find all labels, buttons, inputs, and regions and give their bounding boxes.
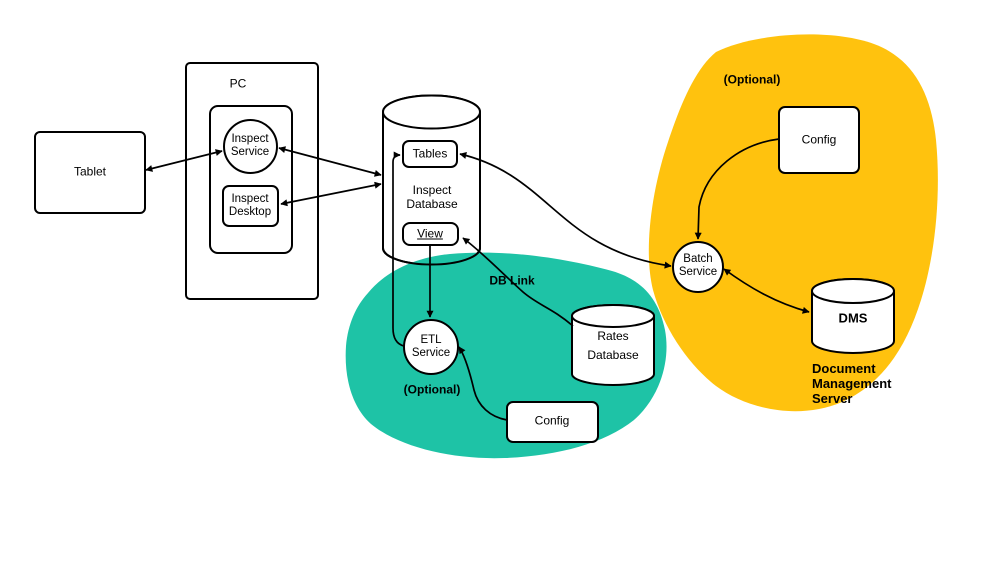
edge-inspect-desktop-database bbox=[280, 181, 382, 207]
inspect-database-label: Inspect Database bbox=[406, 183, 458, 211]
view-label: View bbox=[417, 226, 443, 241]
config-batch-label: Config bbox=[801, 132, 837, 147]
edge-config-batch-service bbox=[694, 138, 780, 240]
tables-node bbox=[402, 140, 458, 168]
etl-service-label: ETL Service bbox=[411, 334, 451, 359]
inspect-service-label: Inspect Service bbox=[230, 133, 270, 158]
rates-database-label: Rates Database bbox=[587, 329, 639, 362]
dms-label: DMS bbox=[838, 310, 868, 326]
view-node bbox=[402, 222, 459, 246]
config-etl-node bbox=[506, 401, 599, 443]
config-etl-label: Config bbox=[534, 413, 570, 428]
dms-caption: Document Management Server bbox=[812, 361, 892, 406]
edge-config-etl-service bbox=[458, 346, 508, 421]
edge-inspect-service-database bbox=[278, 146, 382, 177]
edge-etl-service-tables bbox=[392, 151, 405, 347]
edge-tables-batch-service bbox=[459, 152, 672, 269]
pc-label: PC bbox=[229, 76, 247, 91]
tablet-label: Tablet bbox=[73, 164, 107, 179]
config-batch-node bbox=[778, 106, 860, 174]
inspect-desktop-node bbox=[222, 185, 279, 227]
batch-service-label: Batch Service bbox=[678, 253, 718, 278]
batch-service-node bbox=[672, 241, 724, 293]
edge-tablet-inspect-service bbox=[145, 149, 223, 172]
db-link-label: DB Link bbox=[489, 273, 535, 288]
yellow-highlight-region bbox=[648, 34, 938, 412]
inspect-service-node bbox=[223, 119, 278, 174]
inspect-database-cylinder bbox=[382, 94, 481, 266]
tables-label: Tables bbox=[412, 146, 448, 161]
etl-service-node bbox=[403, 319, 459, 375]
inspect-desktop-label: Inspect Desktop bbox=[228, 193, 272, 218]
edge-batch-service-dms bbox=[723, 268, 810, 314]
batch-optional-label: (Optional) bbox=[723, 72, 781, 87]
rates-database-cylinder bbox=[571, 304, 655, 386]
etl-optional-label: (Optional) bbox=[403, 382, 461, 397]
dms-cylinder bbox=[811, 278, 895, 354]
tablet-node bbox=[34, 131, 146, 214]
